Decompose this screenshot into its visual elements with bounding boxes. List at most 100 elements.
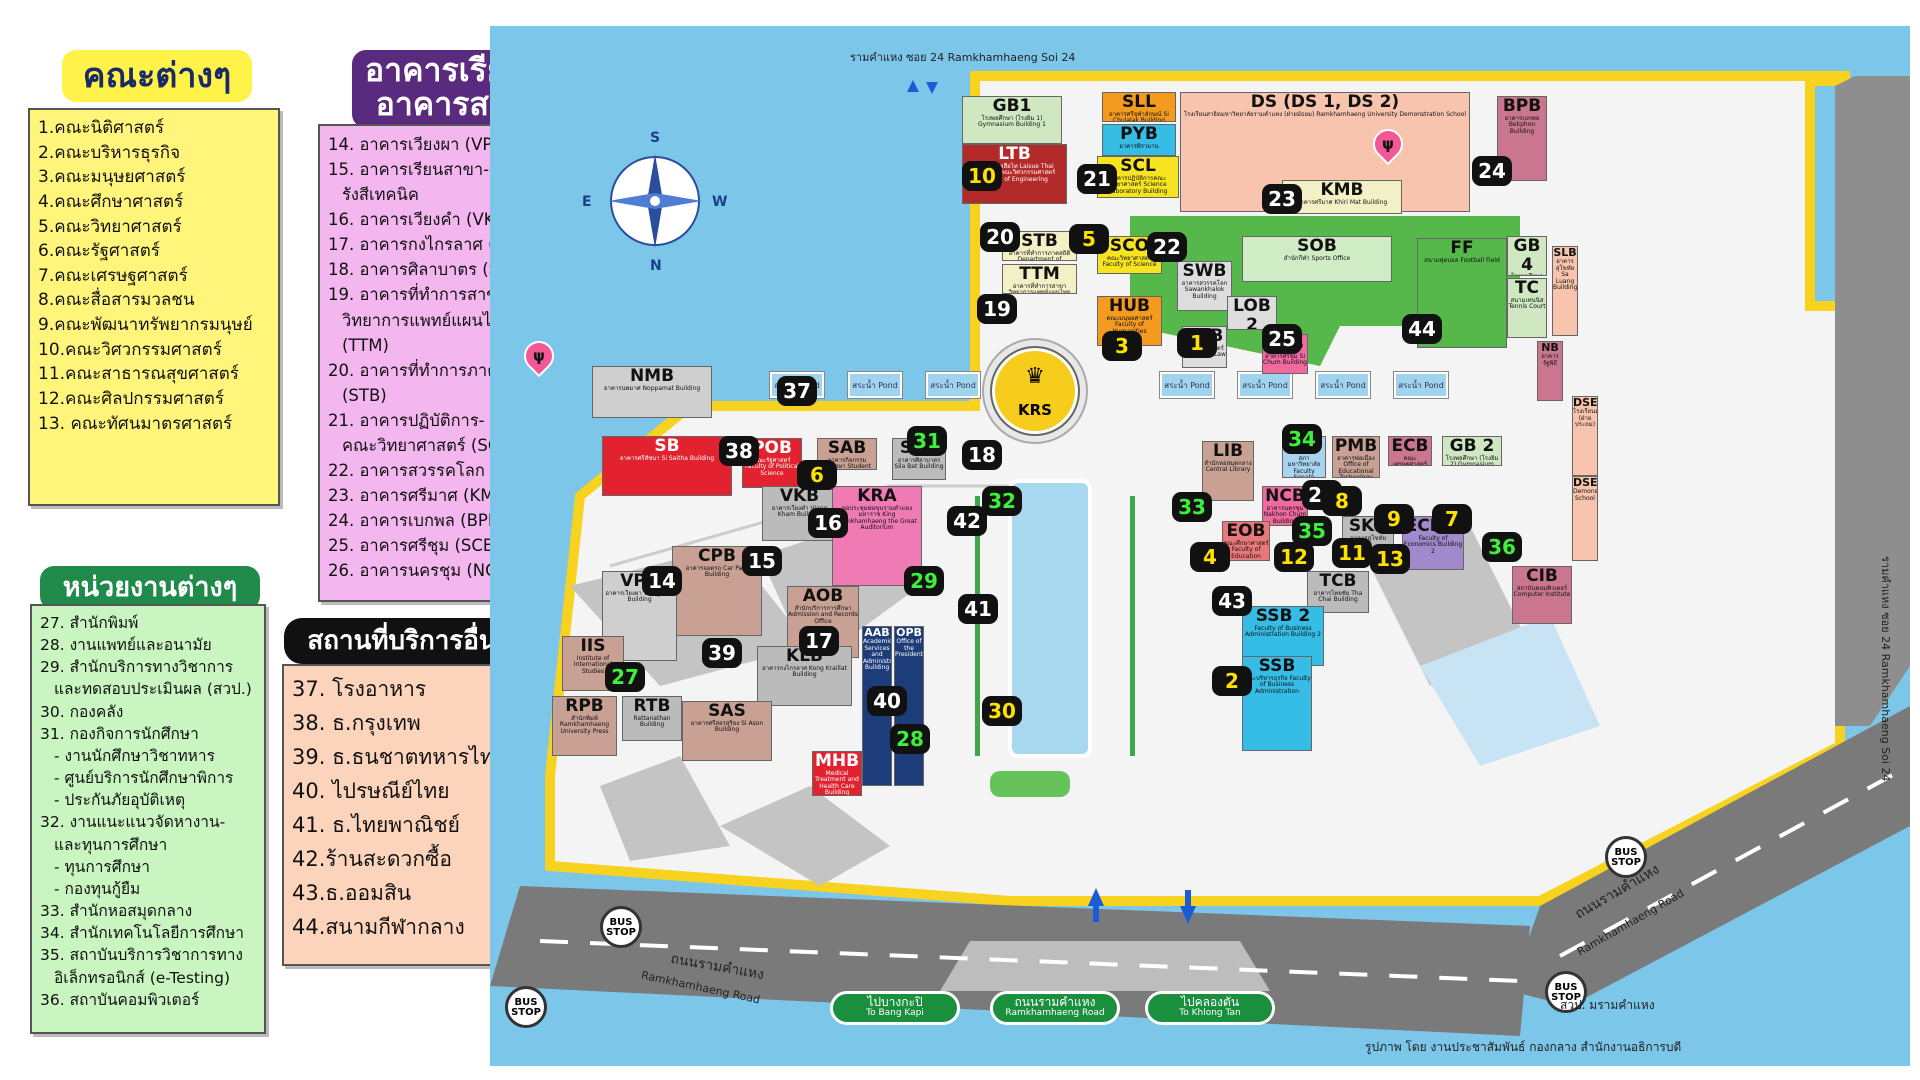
map-number-13[interactable]: 13	[1370, 544, 1410, 574]
map-number-1[interactable]: 1	[1177, 328, 1217, 358]
map-number-3[interactable]: 3	[1102, 331, 1142, 361]
compass-e: E	[582, 194, 592, 210]
bus-stop-4: BUS STOP	[1545, 971, 1587, 1013]
building-dse2[interactable]: DSE2โรงเรียนสาธิต (ฝ่ายประถม)	[1572, 396, 1598, 476]
map-number-30[interactable]: 30	[982, 696, 1022, 726]
agc-item: 27. สำนักพิมพ์	[40, 614, 139, 632]
map-number-15[interactable]: 15	[742, 546, 782, 576]
map-number-14[interactable]: 14	[642, 566, 682, 596]
building-label: สำนักกีฬา Sports Office	[1283, 254, 1351, 262]
map-number-10[interactable]: 10	[962, 161, 1002, 191]
building-code: RTB	[633, 696, 671, 716]
map-number-7[interactable]: 7	[1432, 504, 1472, 534]
building-label: อาคารศรีสอรสุริยง Si Ason Building	[690, 719, 764, 734]
fac-item: 4.คณะศึกษาศาสตร์	[38, 191, 184, 212]
map-number-42[interactable]: 42	[947, 506, 987, 536]
map-number-16[interactable]: 16	[808, 508, 848, 538]
map-number-6[interactable]: 6	[797, 460, 837, 490]
right-road-label: รามคำแหง ซอย 24 Ramkhamhaeng Soi 24	[1879, 556, 1892, 782]
map-number-11[interactable]: 11	[1332, 538, 1372, 568]
building-code: SLB	[1553, 246, 1577, 259]
map-number-31[interactable]: 31	[907, 426, 947, 456]
compass-n: N	[650, 258, 662, 274]
building-label: Office of the President	[895, 638, 923, 659]
building-dse1[interactable]: DSE1Demonstration School	[1572, 476, 1598, 561]
map-number-21[interactable]: 21	[1077, 164, 1117, 194]
map-number-9[interactable]: 9	[1374, 504, 1414, 534]
map-number-29[interactable]: 29	[904, 566, 944, 596]
building-code: SAB	[827, 438, 867, 458]
map-number-17[interactable]: 17	[799, 626, 839, 656]
map-number-18[interactable]: 18	[962, 440, 1002, 470]
building-label: สำนักพิมพ์ Ramkhamhaeng University Press	[559, 714, 610, 735]
building-label: Demonstration School	[1573, 488, 1598, 502]
campus-map[interactable]: รามคำแหง ซอย 24 Ramkhamhaeng Soi 24 รามค…	[490, 26, 1910, 1066]
pond-3: สระน้ำ Pond	[925, 371, 981, 399]
credit-photo: รูปภาพ โดย งานประชาสัมพันธ์ กองกลาง สำนั…	[1365, 1040, 1682, 1054]
agc-item: 32. งานแนะแนวจัดหางาน-	[40, 813, 226, 832]
map-number-34[interactable]: 34	[1282, 424, 1322, 454]
building-label: สถาบันคอมพิวเตอร์ Computer Institute	[1513, 584, 1571, 599]
map-number-25[interactable]: 25	[1262, 324, 1302, 354]
map-number-33[interactable]: 33	[1172, 492, 1212, 522]
map-number-39[interactable]: 39	[702, 638, 742, 668]
statue-krs[interactable]: ♛ KRS	[990, 346, 1080, 436]
map-number-43[interactable]: 43	[1212, 586, 1252, 616]
map-number-27[interactable]: 27	[605, 662, 645, 692]
map-number-37[interactable]: 37	[777, 376, 817, 406]
map-number-35[interactable]: 35	[1292, 516, 1332, 546]
fac-item: 12.คณะศิลปกรรมศาสตร์	[38, 389, 224, 410]
fac-item: 9.คณะพัฒนาทรัพยากรมนุษย์	[38, 315, 253, 336]
building-lob-2[interactable]: LOB 2อาคารคณะนิติศาสตร์ 2 Faculty of Law…	[1227, 296, 1277, 330]
map-number-44[interactable]: 44	[1402, 314, 1442, 344]
map-number-36[interactable]: 36	[1482, 532, 1522, 562]
map-number-12[interactable]: 12	[1274, 542, 1314, 572]
map-number-19[interactable]: 19	[977, 294, 1017, 324]
map-number-28[interactable]: 28	[890, 724, 930, 754]
map-number-20[interactable]: 20	[980, 222, 1020, 252]
building-gb-4[interactable]: GB 4โรงพลศึกษา (โรงยิม 4) Gymnasium Buil…	[1507, 236, 1547, 276]
map-number-2[interactable]: 2	[1212, 666, 1252, 696]
map-number-24[interactable]: 24	[1472, 156, 1512, 186]
map-number-40[interactable]: 40	[867, 686, 907, 716]
map-number-32[interactable]: 32	[982, 486, 1022, 516]
map-number-8[interactable]: 8	[1322, 486, 1362, 516]
building-code: POB	[752, 438, 792, 458]
map-number-22[interactable]: 22	[1147, 232, 1187, 262]
map-number-4[interactable]: 4	[1190, 542, 1230, 572]
central-pond	[1008, 479, 1092, 758]
map-number-23[interactable]: 23	[1262, 184, 1302, 214]
map-number-5[interactable]: 5	[1069, 224, 1109, 254]
building-label: สนามเทนนิส Tennis Court	[1508, 296, 1546, 311]
agc-item: 34. สำนักเทคโนโลยีการศึกษา	[40, 924, 244, 943]
map-number-41[interactable]: 41	[958, 594, 998, 624]
map-number-38[interactable]: 38	[719, 436, 759, 466]
agc-item: และทุนการศึกษา	[54, 835, 168, 854]
